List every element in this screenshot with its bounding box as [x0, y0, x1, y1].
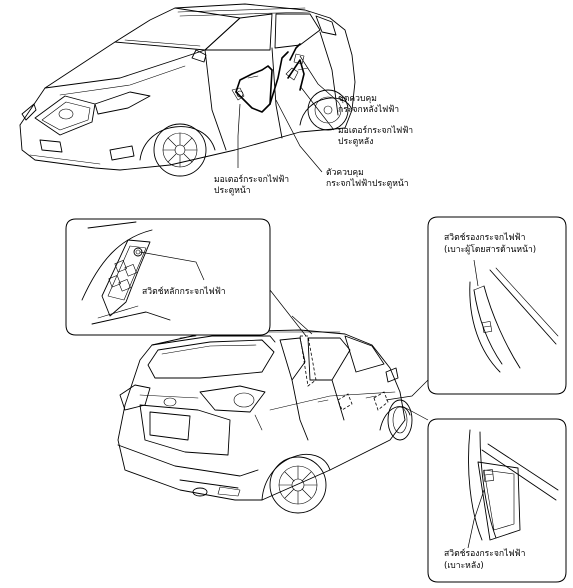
label-front-door-motor: มอเตอร์กระจกไฟฟ้าประตูหน้า: [214, 174, 289, 196]
rear-view-vehicle: [118, 330, 412, 513]
label-rear-control-unit: ชุดควบคุมกระจกหลังไฟฟ้า: [338, 94, 399, 115]
connector-front-sub-switch: [386, 380, 428, 400]
front-view-vehicle: [20, 4, 355, 176]
callout-main-switch: [66, 219, 270, 335]
leader-rear-control-unit: [300, 56, 334, 98]
callout-front-sub-switch: [428, 217, 566, 394]
label-rear-door-motor: มอเตอร์กระจกไฟฟ้าประตูหลัง: [338, 125, 413, 147]
leader-rear-door-motor: [300, 86, 334, 130]
label-front-controller: ตัวควบคุมกระจกไฟฟ้าประตูหน้า: [326, 168, 409, 189]
leader-front-door-motor: [238, 104, 240, 168]
label-main-switch: สวิตช์หลักกระจกไฟฟ้า: [142, 286, 226, 297]
connector-main-switch: [270, 290, 306, 336]
